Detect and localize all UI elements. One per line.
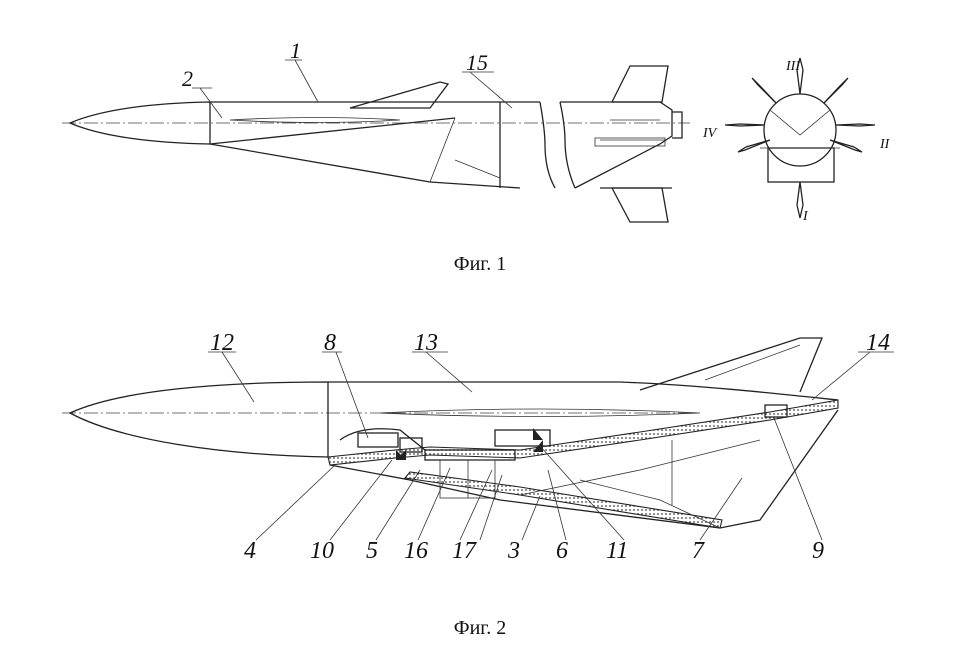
callout-5: 5: [366, 538, 378, 564]
callout-4: 4: [244, 538, 256, 564]
callout-2: 2: [182, 66, 193, 91]
callout-13: 13: [414, 330, 438, 356]
figure-2: 12 8 13 14 4 10 5 16 17 3 6 1: [62, 330, 894, 639]
callout-17: 17: [452, 538, 477, 564]
section-label-ii: II: [879, 137, 891, 152]
section-label-iv: IV: [702, 126, 718, 141]
callout-14: 14: [866, 330, 890, 356]
callout-11: 11: [606, 538, 628, 564]
callout-8: 8: [324, 330, 336, 356]
callout-9: 9: [812, 538, 824, 564]
section-label-i: I: [802, 209, 809, 224]
callout-7: 7: [692, 538, 705, 564]
callout-16: 16: [404, 538, 428, 564]
section-label-iii: III: [785, 59, 801, 74]
callout-10: 10: [310, 538, 334, 564]
callout-15: 15: [466, 50, 488, 75]
figure-1: 2 1 15 I II III IV Фиг. 1: [62, 38, 891, 275]
callout-3: 3: [507, 538, 520, 564]
figure-2-caption: Фиг. 2: [454, 617, 506, 639]
bottom-callout-leaders: [255, 417, 823, 541]
callout-6: 6: [556, 538, 568, 564]
figure-1-caption: Фиг. 1: [454, 253, 506, 275]
callout-1: 1: [290, 38, 301, 63]
rear-view: [724, 57, 876, 219]
callout-12: 12: [210, 330, 234, 356]
